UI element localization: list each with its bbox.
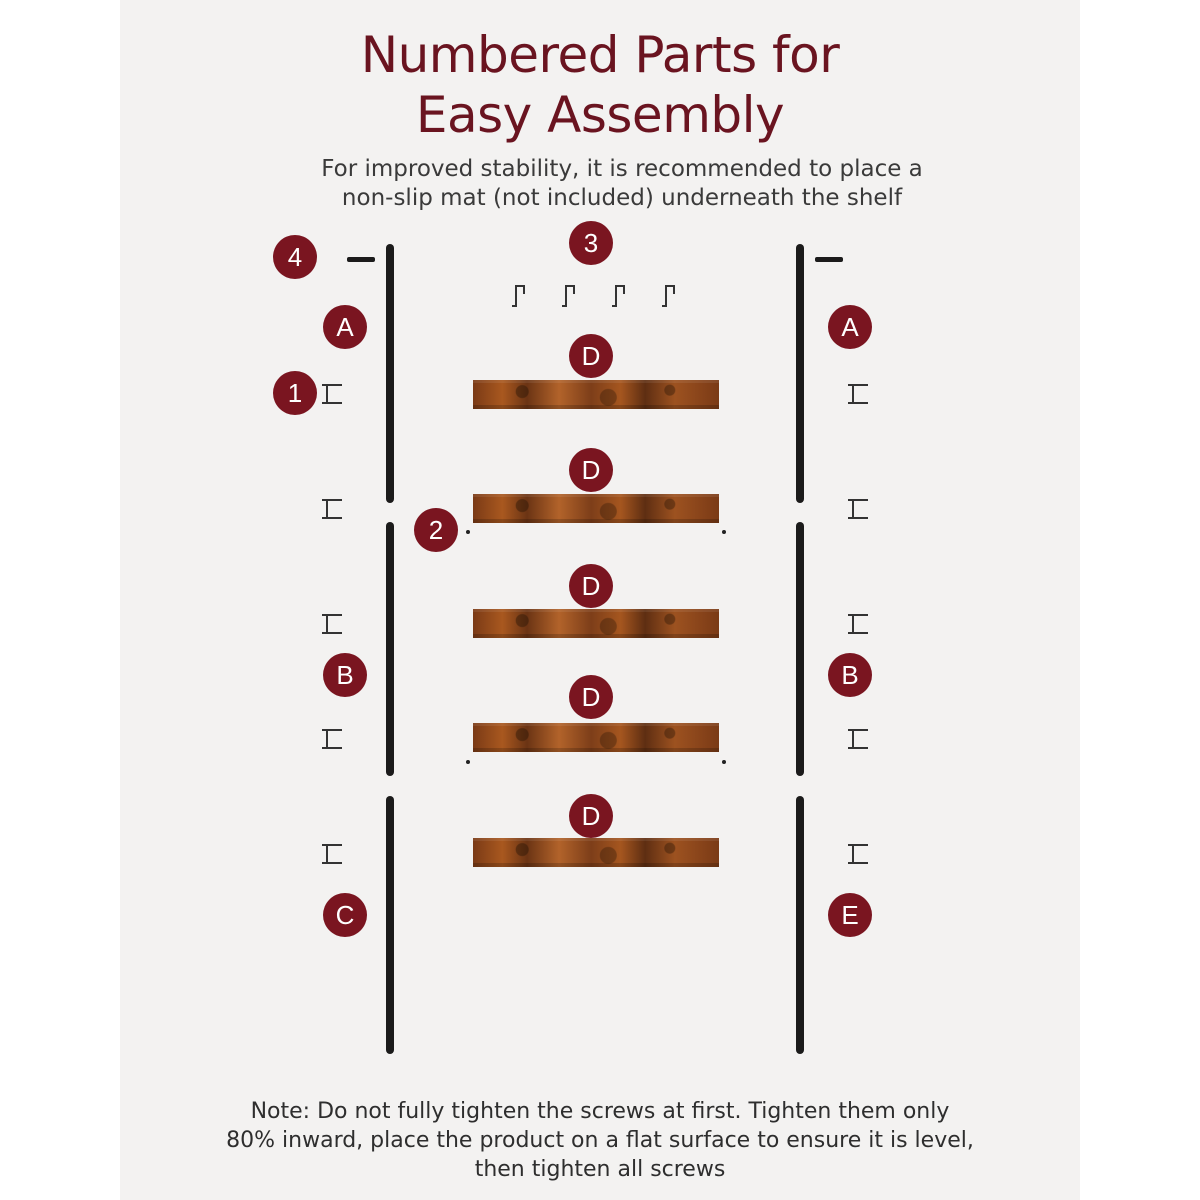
note-line-2: 80% inward, place the product on a flat … [226, 1128, 974, 1153]
small-screw-icon [722, 760, 726, 764]
rod-b-right [796, 522, 804, 776]
shelf-board-2 [473, 494, 719, 523]
part-b-left-badge: B [323, 653, 367, 697]
title-line-1: Numbered Parts for [360, 26, 840, 84]
rod-e [796, 796, 804, 1054]
shelf-board-5 [473, 838, 719, 867]
part-4-badge: 4 [273, 235, 317, 279]
connector-icon [848, 612, 868, 636]
part-3-badge: 3 [569, 221, 613, 265]
rod-a-right [796, 244, 804, 503]
end-cap-left [347, 257, 375, 262]
part-a-left-badge: A [323, 305, 367, 349]
connector-icon [848, 382, 868, 406]
connector-icon [322, 612, 342, 636]
connector-icon [322, 842, 342, 866]
rod-c [386, 796, 394, 1054]
note-line-3: then tighten all screws [474, 1157, 726, 1182]
title-line-2: Easy Assembly [415, 86, 785, 144]
connector-icon [322, 727, 342, 751]
connector-icon [848, 842, 868, 866]
part-a-right-badge: A [828, 305, 872, 349]
part-d-badge-5: D [569, 794, 613, 838]
part-d-badge-2: D [569, 448, 613, 492]
s-hook-icon [512, 285, 525, 307]
small-screw-icon [466, 530, 470, 534]
part-d-badge-3: D [569, 564, 613, 608]
part-1-badge: 1 [273, 371, 317, 415]
rod-a-left [386, 244, 394, 503]
connector-icon [322, 497, 342, 521]
end-cap-right [815, 257, 843, 262]
s-hook-icon [562, 285, 575, 307]
part-2-badge: 2 [414, 508, 458, 552]
note-line-1: Note: Do not fully tighten the screws at… [250, 1099, 950, 1124]
shelf-board-3 [473, 609, 719, 638]
s-hook-icon [662, 285, 675, 307]
s-hook-icon [612, 285, 625, 307]
small-screw-icon [466, 760, 470, 764]
part-d-badge-1: D [569, 334, 613, 378]
rod-b-left [386, 522, 394, 776]
shelf-board-1 [473, 380, 719, 409]
subtitle-line-2: non-slip mat (not included) underneath t… [341, 185, 903, 211]
small-screw-icon [722, 530, 726, 534]
subtitle-line-1: For improved stability, it is recommende… [321, 156, 923, 182]
connector-icon [848, 727, 868, 751]
shelf-board-4 [473, 723, 719, 752]
part-b-right-badge: B [828, 653, 872, 697]
connector-icon [848, 497, 868, 521]
part-d-badge-4: D [569, 675, 613, 719]
part-c-badge: C [323, 893, 367, 937]
part-e-badge: E [828, 893, 872, 937]
connector-icon [322, 382, 342, 406]
